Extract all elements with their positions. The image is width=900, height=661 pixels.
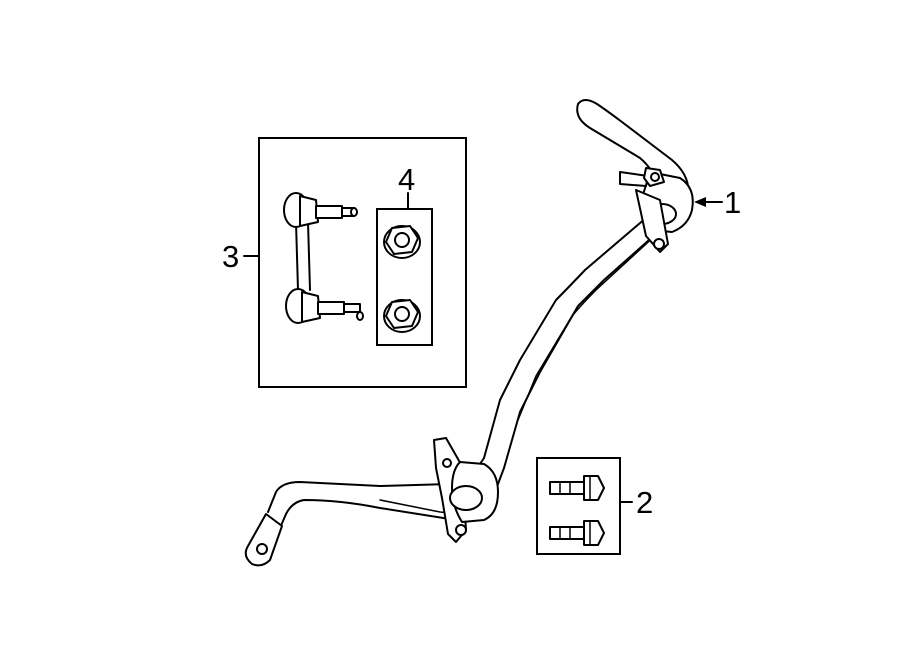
leader-1 [694,197,723,207]
callout-1: 1 [724,185,741,220]
flange-nut-upper [383,225,421,259]
stabilizer-bar [244,99,694,567]
callout-4: 4 [398,162,415,197]
callout-2: 2 [636,485,653,520]
box-link-kit [258,137,467,388]
callout-3: 3 [222,239,239,274]
bolt-lower [549,520,605,546]
stabilizer-link [283,192,364,324]
flange-nut-lower [383,299,421,333]
bolt-upper [549,475,605,501]
